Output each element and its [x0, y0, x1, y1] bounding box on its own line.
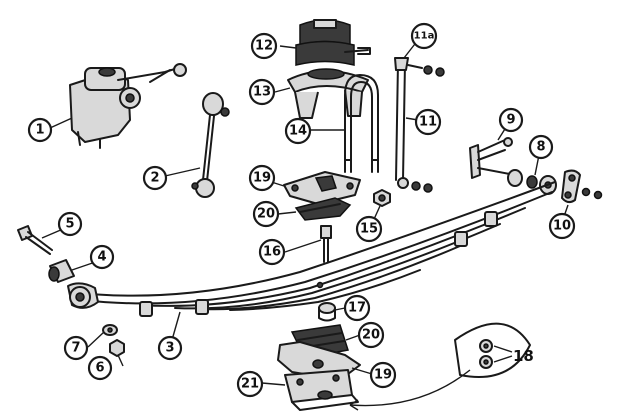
callout-9: 9: [498, 107, 524, 133]
svg-text:16: 16: [263, 245, 281, 260]
svg-text:20: 20: [362, 328, 380, 343]
bush-4: [48, 259, 75, 283]
bolt-16: [320, 225, 332, 263]
svg-text:21: 21: [241, 377, 259, 392]
check-strap: [394, 57, 445, 193]
svg-text:20: 20: [257, 207, 275, 222]
svg-text:12: 12: [255, 39, 273, 54]
callout-21: 21: [236, 370, 264, 398]
svg-text:15: 15: [360, 222, 378, 237]
svg-text:14: 14: [289, 124, 307, 139]
svg-text:11a: 11a: [414, 31, 435, 42]
callout-17: 17: [343, 294, 371, 322]
svg-text:10: 10: [553, 219, 571, 234]
u-bolt: [344, 74, 379, 173]
callout-20-lower: 20: [357, 321, 385, 349]
svg-text:9: 9: [506, 113, 515, 128]
callout-4: 4: [89, 244, 115, 270]
callout-6: 6: [87, 355, 113, 381]
nut-detail-bubble: [349, 322, 531, 411]
svg-text:19: 19: [374, 368, 392, 383]
callout-10: 10: [548, 212, 576, 240]
shock-absorber: [69, 63, 187, 149]
callout-18: 18: [513, 347, 534, 365]
callout-8: 8: [528, 134, 554, 160]
callout-7: 7: [63, 335, 89, 361]
callout-19-upper: 19: [248, 164, 276, 192]
svg-text:8: 8: [536, 140, 545, 155]
spring-plate: [284, 369, 359, 411]
link-rod: [191, 92, 230, 198]
bump-rubber: [295, 19, 371, 66]
callout-13: 13: [248, 78, 276, 106]
callout-12: 12: [250, 32, 278, 60]
bump-stop-bracket: [287, 68, 369, 119]
svg-text:18: 18: [513, 347, 534, 365]
upper-pad: [294, 197, 352, 221]
callout-19-lower: 19: [369, 361, 397, 389]
svg-text:11: 11: [419, 115, 437, 130]
upper-seat-plate: [283, 171, 361, 205]
bolt-5: [17, 225, 53, 255]
callout-15: 15: [355, 215, 383, 243]
callout-20-upper: 20: [252, 200, 280, 228]
callout-11a: 11a: [410, 22, 438, 50]
svg-text:4: 4: [97, 250, 106, 265]
callout-1: 1: [27, 117, 53, 143]
callout-11: 11: [414, 108, 442, 136]
svg-text:13: 13: [253, 85, 271, 100]
callout-5: 5: [57, 211, 83, 237]
svg-text:6: 6: [95, 361, 104, 376]
callout-14: 14: [284, 117, 312, 145]
svg-text:2: 2: [150, 171, 159, 186]
callout-16: 16: [258, 238, 286, 266]
callout-2: 2: [142, 165, 168, 191]
svg-text:7: 7: [71, 341, 80, 356]
nut-washer-6-7: [102, 324, 125, 357]
svg-text:5: 5: [65, 217, 74, 232]
svg-text:19: 19: [253, 171, 271, 186]
svg-text:1: 1: [35, 123, 44, 138]
nut-15: [373, 189, 391, 207]
svg-text:3: 3: [165, 341, 174, 356]
svg-text:17: 17: [348, 301, 366, 316]
callout-3: 3: [157, 335, 183, 361]
leaf-spring: [67, 181, 556, 317]
pad-17: [318, 302, 336, 322]
